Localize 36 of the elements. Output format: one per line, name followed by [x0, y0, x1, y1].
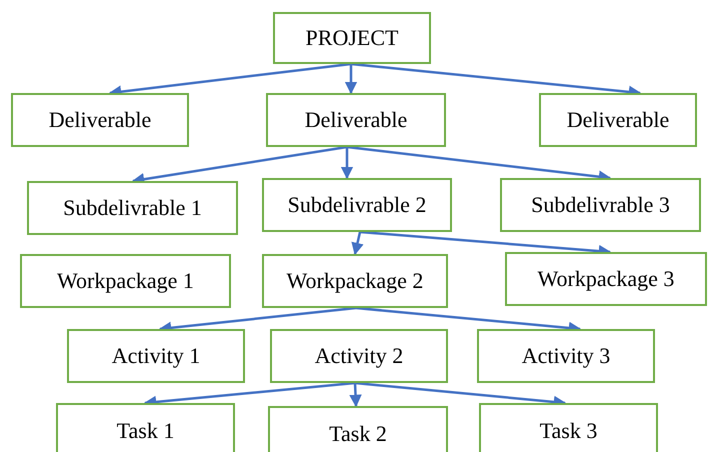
box-label: Workpackage 2	[286, 268, 424, 294]
hierarchy-box	[479, 403, 658, 452]
box-label: Task 3	[540, 418, 598, 444]
box-label: Workpackage 3	[538, 266, 674, 292]
hierarchy-box	[27, 181, 238, 235]
box-label: Deliverable	[304, 107, 408, 133]
hierarchy-box	[266, 93, 446, 147]
arrow	[340, 147, 354, 180]
box-label: Workpackage 1	[57, 268, 194, 294]
box-label: Subdelivrable 3	[531, 192, 670, 218]
box-label: Subdelivrable 2	[288, 192, 426, 218]
arrow	[344, 64, 358, 94]
box-label: Deliverable	[48, 107, 152, 133]
box-label: Deliverable	[566, 107, 670, 133]
box-label: PROJECT	[306, 25, 398, 51]
arrow	[349, 382, 362, 408]
box-label: Activity 1	[112, 343, 200, 369]
box-label: Activity 2	[314, 343, 404, 369]
hierarchy-box	[273, 12, 431, 64]
hierarchy-box	[56, 403, 235, 452]
hierarchy-box	[262, 178, 452, 232]
hierarchy-box	[539, 93, 697, 147]
box-label: Task 2	[329, 421, 387, 447]
hierarchy-box	[500, 178, 701, 232]
arrow	[351, 232, 364, 256]
hierarchy-box	[270, 329, 448, 383]
hierarchy-box	[268, 406, 448, 452]
hierarchy-box	[20, 254, 231, 308]
box-label: Activity 3	[522, 343, 610, 369]
box-label: Subdelivrable 1	[63, 195, 202, 221]
hierarchy-box	[505, 252, 707, 306]
hierarchy-box	[262, 254, 448, 308]
box-label: Task 1	[116, 418, 174, 444]
hierarchy-box	[11, 93, 189, 147]
hierarchy-box	[477, 329, 655, 383]
hierarchy-box	[67, 329, 245, 383]
